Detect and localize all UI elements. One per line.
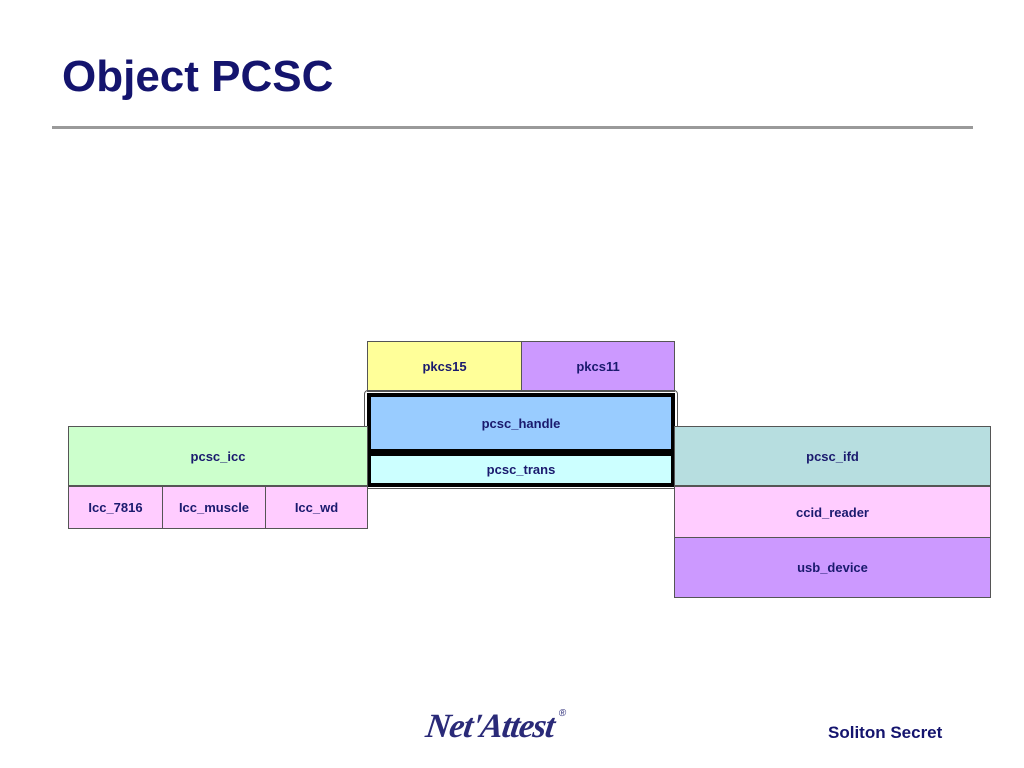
registered-mark: ®: [558, 708, 567, 719]
logo-text: Net'Attest: [423, 708, 557, 745]
confidentiality-label: Soliton Secret: [828, 723, 943, 742]
title-divider: [52, 126, 973, 129]
pcsc-handle-box: pcsc_handle: [367, 393, 675, 453]
pcsc-icc-box: pcsc_icc: [68, 426, 368, 486]
icc-7816-box: Icc_7816: [68, 486, 163, 529]
ccid-reader-box: ccid_reader: [674, 486, 991, 538]
netattest-logo: Net'Attest®: [423, 708, 567, 746]
pcsc-ifd-box: pcsc_ifd: [674, 426, 991, 486]
pcsc-trans-box: pcsc_trans: [367, 452, 675, 487]
icc-muscle-box: Icc_muscle: [162, 486, 266, 529]
pkcs15-box: pkcs15: [367, 341, 522, 392]
icc-wd-box: Icc_wd: [265, 486, 368, 529]
usb-device-box: usb_device: [674, 537, 991, 598]
page-title: Object PCSC: [62, 52, 334, 101]
pkcs11-box: pkcs11: [521, 341, 675, 392]
